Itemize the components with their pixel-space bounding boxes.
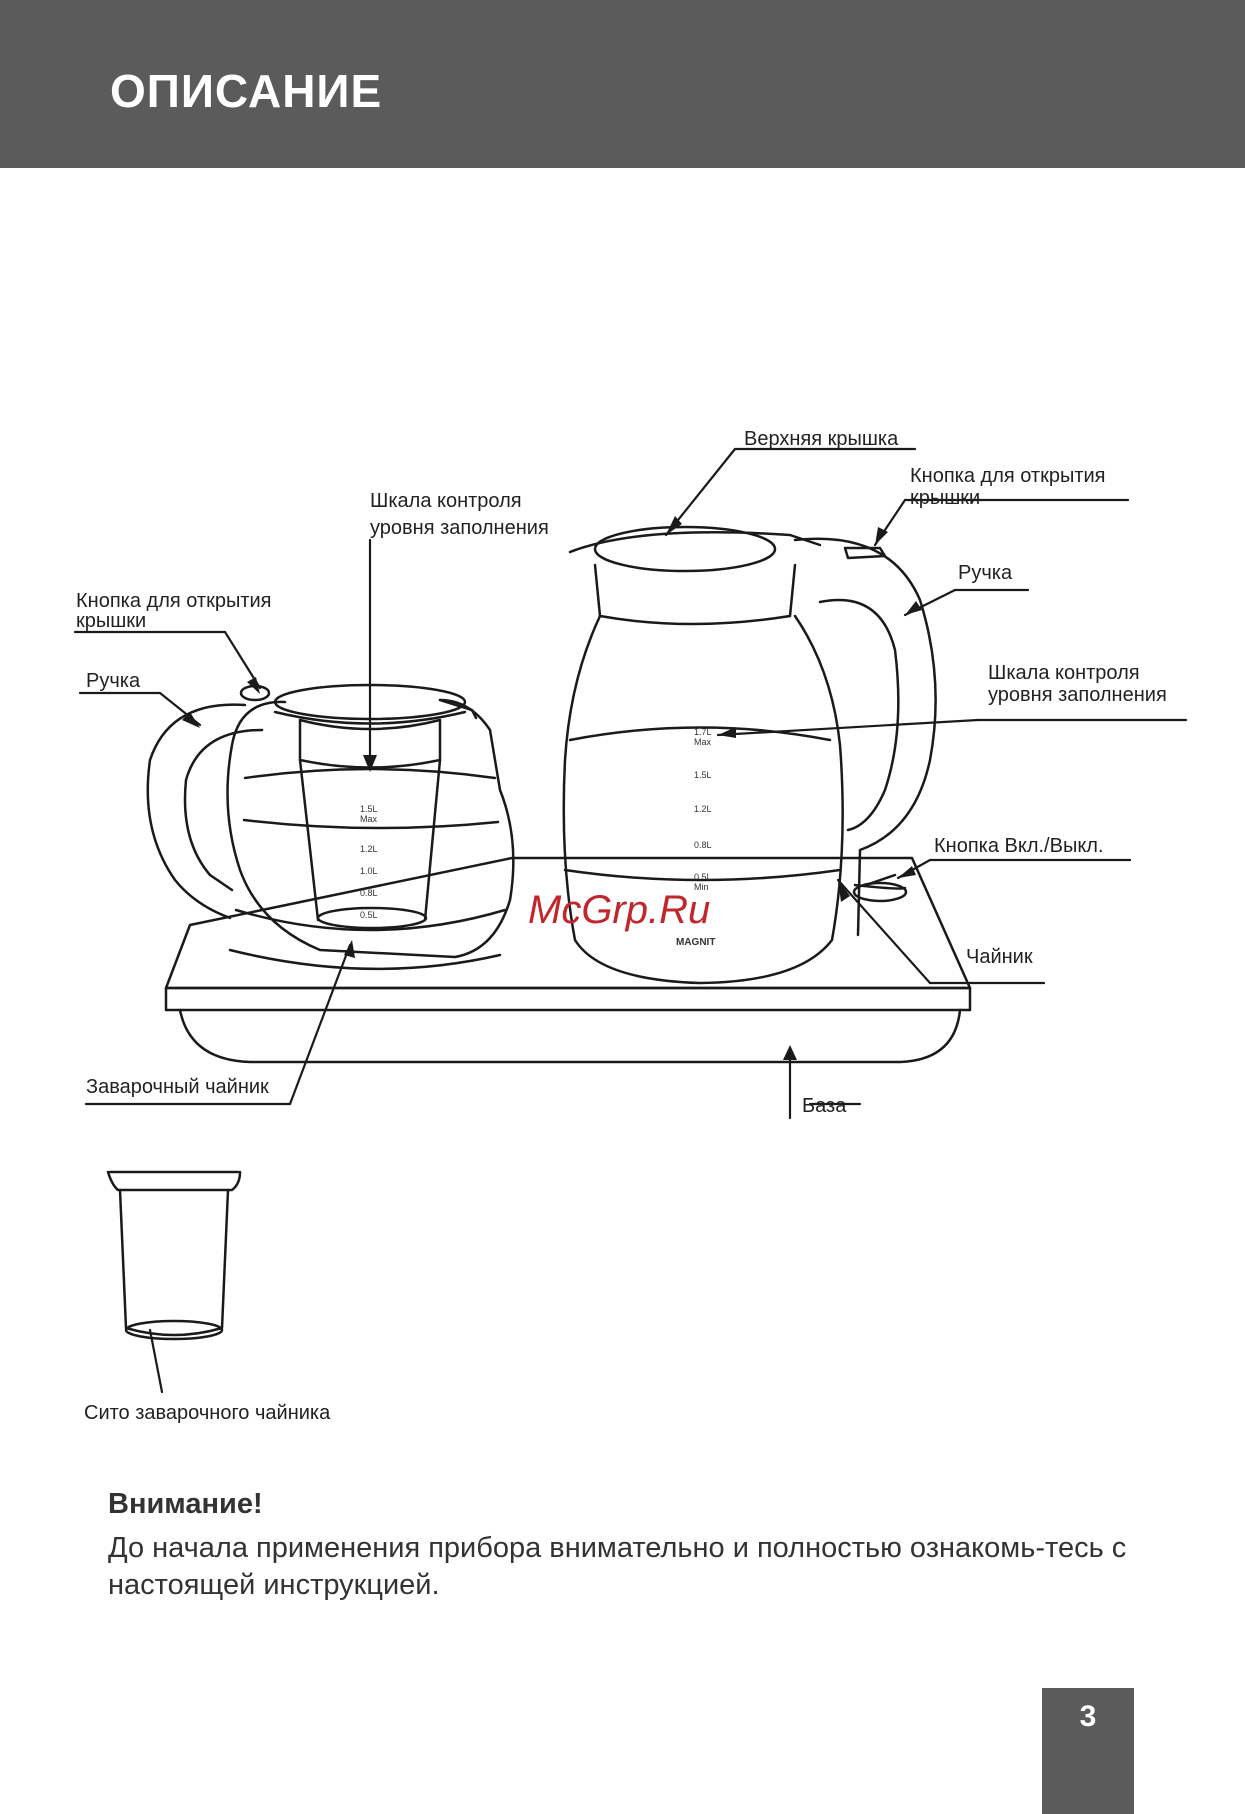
label-strainer: Сито заварочного чайника (84, 1402, 331, 1424)
base-illustration (164, 856, 972, 1064)
label-teapot-scale-1: Шкала контроля (370, 490, 522, 512)
leader-lines (73, 447, 1188, 1394)
label-kettle-scale-2: уровня заполнения (988, 684, 1167, 706)
strainer-illustration (106, 1170, 242, 1341)
kettle-scale-mark: 1.2L (694, 804, 712, 814)
teapot-scale-mark: 1.5L (360, 804, 378, 814)
attention-heading: Внимание! (108, 1488, 263, 1520)
label-teapot-scale-2: уровня заполнения (370, 517, 549, 539)
label-kettle-lid-button-2: крышки (910, 487, 981, 509)
label-kettle-lid-button-1: Кнопка для открытия (910, 465, 1106, 487)
label-teapot-lid-button-2: крышки (76, 610, 147, 632)
attention-text: До начала применения прибора внимательно… (108, 1532, 1127, 1601)
label-top-lid: Верхняя крышка (744, 428, 899, 450)
kettle-scale-mark: 0.8L (694, 840, 712, 850)
label-teapot: Заварочный чайник (86, 1076, 269, 1098)
kettle-scale-mark: 1.5L (694, 770, 712, 780)
page-number-box: 3 (1042, 1688, 1134, 1814)
kettle-scale-mark: 0.5L (694, 872, 712, 882)
label-teapot-handle: Ручка (86, 670, 141, 692)
page-number: 3 (1079, 1700, 1097, 1733)
kettle-scale-mark: 1.7L (694, 727, 712, 737)
teapot-scale-mark: Max (360, 814, 378, 824)
teapot-scale-mark: 1.2L (360, 844, 378, 854)
label-teapot-lid-button-1: Кнопка для открытия (76, 590, 272, 612)
watermark: McGrp.Ru (528, 888, 711, 932)
page-header: ОПИСАНИЕ (0, 0, 1245, 168)
label-base: База (802, 1095, 847, 1117)
kettle-scale-mark: Max (694, 737, 712, 747)
label-kettle-handle: Ручка (958, 562, 1013, 584)
teapot-scale-mark: 1.0L (360, 866, 378, 876)
kettle-scale-mark: Min (694, 882, 709, 892)
page-title: ОПИСАНИЕ (110, 65, 383, 117)
teapot-illustration (146, 683, 515, 971)
label-kettle-scale-1: Шкала контроля (988, 662, 1140, 684)
brand-mark: MAGNIT (676, 937, 715, 948)
teapot-scale-mark: 0.5L (360, 910, 378, 920)
teapot-scale-mark: 0.8L (360, 888, 378, 898)
label-power-button: Кнопка Вкл./Выкл. (934, 835, 1104, 857)
label-kettle: Чайник (966, 946, 1033, 968)
